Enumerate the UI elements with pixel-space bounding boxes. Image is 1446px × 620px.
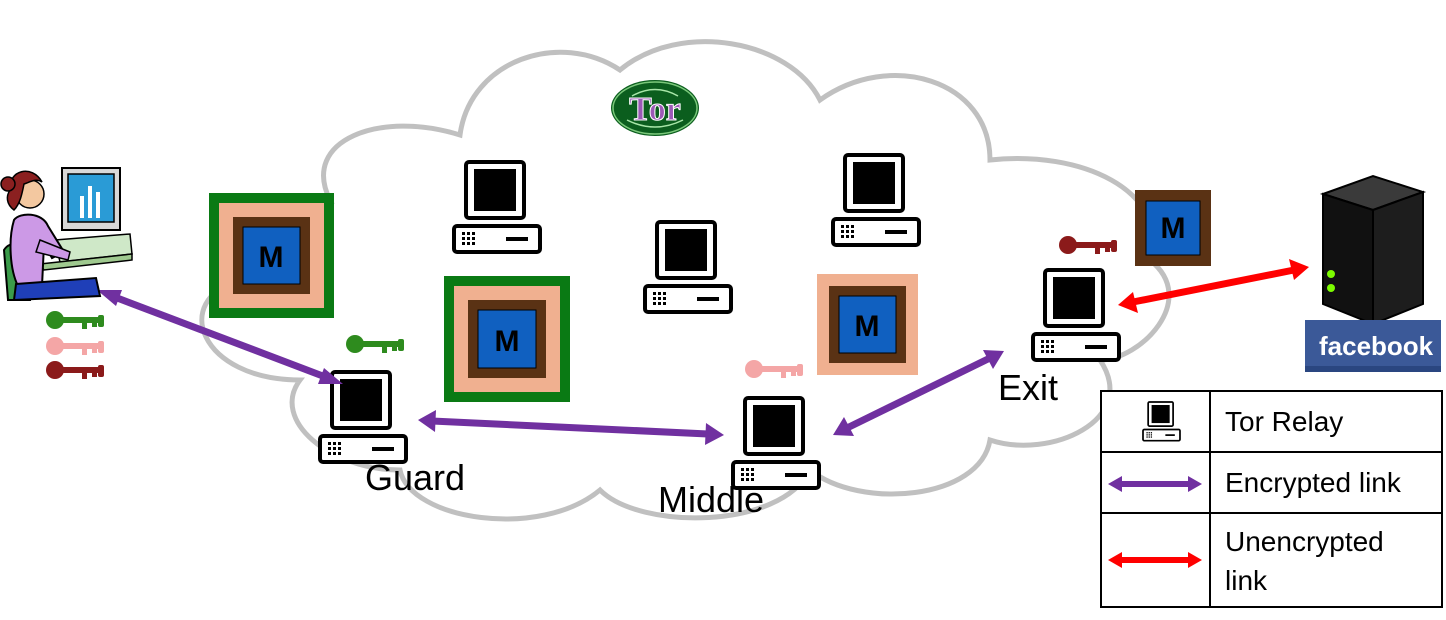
legend: Tor Relay Encrypted link Unencrypted lin… [1100, 390, 1443, 608]
legend-relay-label: Tor Relay [1225, 406, 1343, 437]
guard-label: Guard [365, 457, 465, 498]
legend-unencrypted-label-2: link [1225, 565, 1268, 596]
tor-network-cloud [199, 39, 1172, 522]
middlebox-center: M [444, 276, 570, 402]
encrypted-link [418, 410, 724, 445]
exit-label: Exit [998, 367, 1058, 408]
tor-onion-logo-icon: Tor [609, 78, 701, 138]
legend-encrypted-label: Encrypted link [1225, 467, 1402, 498]
middlebox-middle-side: M [817, 274, 918, 375]
middle-label: Middle [658, 479, 764, 520]
middlebox-label: M [259, 241, 284, 274]
middlebox-guard-side: M [209, 193, 334, 318]
user-at-computer-icon [0, 167, 133, 302]
encrypted-link [833, 350, 1004, 436]
key-icon [46, 337, 104, 355]
legend-unencrypted-arrow [1108, 552, 1202, 568]
middlebox-label: M [855, 310, 880, 343]
facebook-logo-icon: facebook [1305, 320, 1441, 372]
facebook-logo-text: facebook [1319, 331, 1434, 361]
unencrypted-link [1118, 259, 1309, 313]
legend-unencrypted-label: Unencrypted [1225, 526, 1384, 557]
key-icon [46, 361, 104, 379]
server-icon [1319, 174, 1427, 326]
legend-encrypted-arrow [1108, 476, 1202, 492]
middlebox-exit-side: M [1135, 190, 1211, 266]
tor-logo-text: Tor [629, 91, 681, 128]
key-icon [46, 311, 104, 329]
encrypted-link [97, 290, 343, 384]
middlebox-label: M [1161, 212, 1186, 245]
middlebox-label: M [495, 325, 520, 358]
